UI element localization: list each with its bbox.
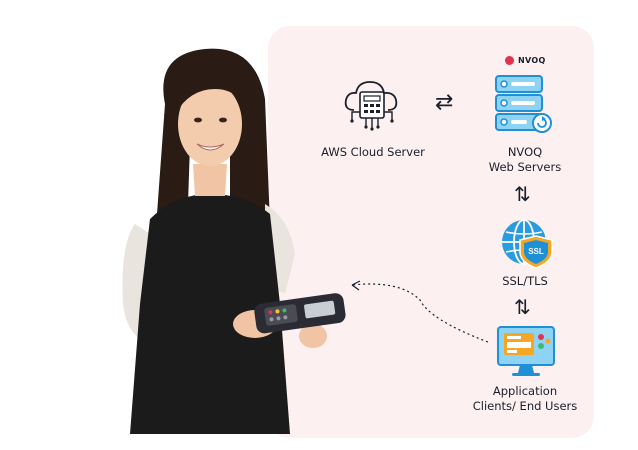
nvoq-label-line1: NVOQ	[507, 145, 543, 159]
nvoq-brand-logo: NVOQ	[505, 56, 546, 65]
monitor-app-icon	[497, 326, 555, 376]
ssl-shield-globe-icon: SSL	[502, 219, 553, 269]
aws-cloud-server-label: AWS Cloud Server	[321, 145, 425, 159]
ssl-tls-label: SSL/TLS	[502, 274, 548, 288]
svg-text:SSL: SSL	[528, 247, 544, 256]
bidirectional-horizontal-arrow: ⇄	[435, 90, 454, 115]
server-stack-icon	[495, 75, 552, 133]
nvoq-brand-text: NVOQ	[518, 56, 546, 65]
nvoq-logo-icon	[505, 56, 514, 65]
bidirectional-vertical-arrow-1: ⇅	[514, 182, 531, 206]
nvoq-label-line2: Web Servers	[488, 160, 562, 174]
clients-label-line2: Clients/ End Users	[472, 399, 578, 413]
nvoq-web-servers-label: NVOQ Web Servers	[475, 145, 575, 175]
application-clients-label: Application Clients/ End Users	[460, 384, 590, 414]
woman-with-payment-terminal-photo	[122, 48, 346, 434]
clients-label-line1: Application	[492, 384, 558, 398]
bidirectional-vertical-arrow-2: ⇅	[514, 295, 531, 319]
cloud-server-icon	[344, 81, 398, 131]
